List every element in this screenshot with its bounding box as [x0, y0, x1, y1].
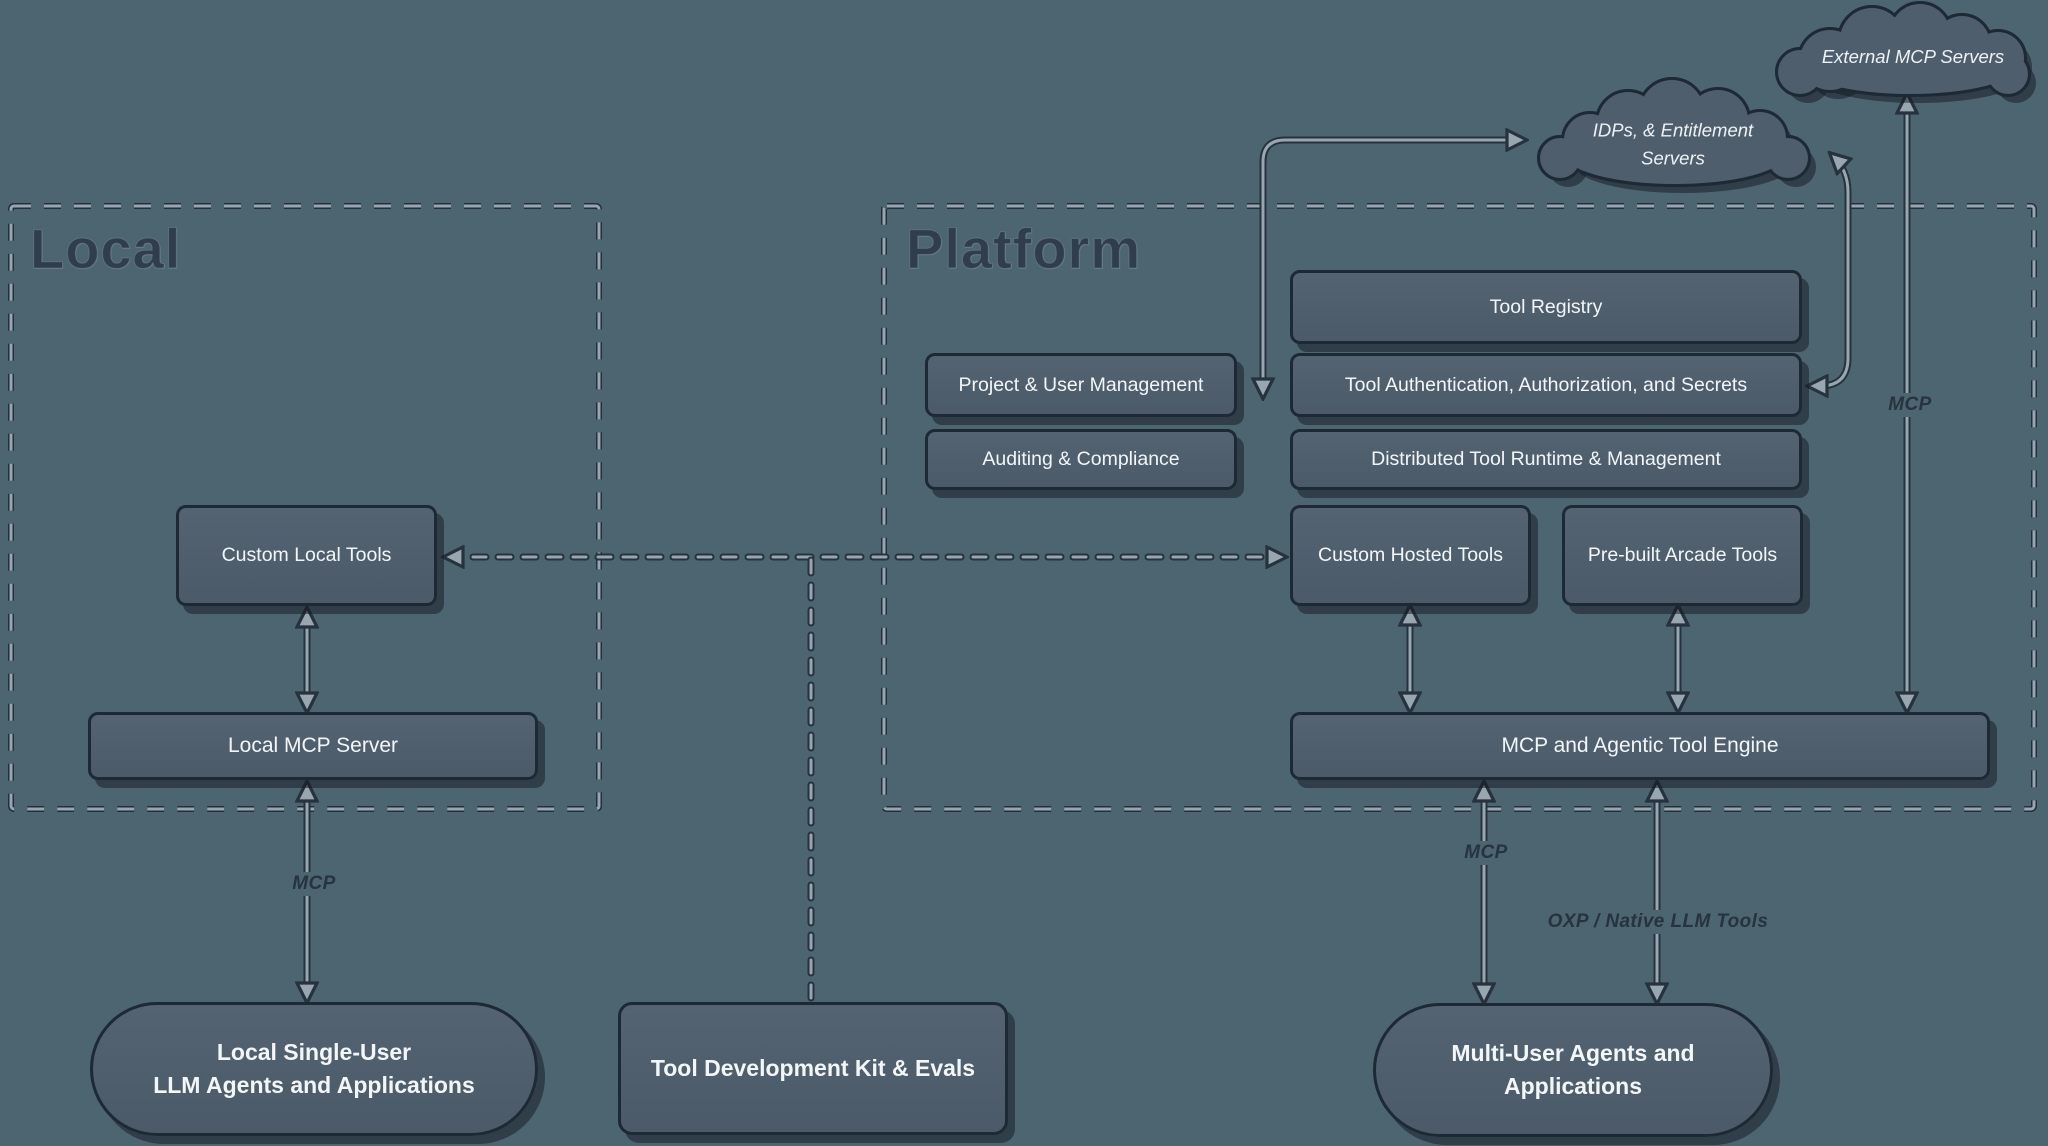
node-custom-local-tools-label: Custom Local Tools [221, 544, 392, 567]
node-tool-registry-label: Tool Registry [1489, 295, 1603, 318]
edge-label-mcp-local: MCP [285, 872, 343, 896]
cloud-idps-entitlement-servers: IDPs, & Entitlement Servers [1593, 116, 1753, 172]
region-local-title: Local [29, 217, 182, 281]
node-tool-development-kit-label: Tool Development Kit & Evals [650, 1054, 976, 1081]
cloud-idps-shape [1537, 77, 1816, 193]
node-distributed-tool-runtime-label: Distributed Tool Runtime & Management [1371, 448, 1721, 471]
node-tool-registry: Tool Registry [1290, 270, 1802, 344]
cloud-idps-line1: IDPs, & Entitlement [1592, 119, 1754, 141]
node-project-user-management: Project & User Management [925, 353, 1237, 417]
edge-tool-auth-to-idps [1812, 156, 1848, 386]
node-project-user-management-label: Project & User Management [958, 373, 1204, 396]
node-local-mcp-server: Local MCP Server [88, 712, 538, 780]
edge-label-mcp-external: MCP [1881, 393, 1939, 417]
node-multi-user-agents: Multi-User Agents and Applications [1373, 1003, 1773, 1137]
node-multi-user-agents-line2: Applications [1503, 1073, 1642, 1099]
cloud-idps-line2: Servers [1641, 147, 1705, 168]
node-multi-user-agents-line1: Multi-User Agents and [1451, 1039, 1695, 1066]
edge-project-management-to-idps [1263, 140, 1522, 394]
cloud-external-mcp-servers: External MCP Servers [1821, 46, 2005, 68]
node-prebuilt-arcade-tools-label: Pre-built Arcade Tools [1587, 544, 1778, 567]
node-mcp-agentic-tool-engine: MCP and Agentic Tool Engine [1290, 712, 1990, 780]
node-tool-development-kit: Tool Development Kit & Evals [618, 1002, 1008, 1135]
node-local-single-user-agents-line1: Local Single-User [216, 1038, 412, 1065]
node-custom-hosted-tools-label: Custom Hosted Tools [1318, 544, 1503, 567]
node-prebuilt-arcade-tools: Pre-built Arcade Tools [1562, 505, 1803, 606]
node-local-single-user-agents: Local Single-User LLM Agents and Applica… [90, 1002, 538, 1136]
node-local-single-user-agents-line2: LLM Agents and Applications [153, 1072, 475, 1098]
region-platform-title: Platform [905, 217, 1142, 281]
node-auditing-compliance: Auditing & Compliance [925, 429, 1237, 490]
edge-label-oxp-native-llm-tools: OXP / Native LLM Tools [1540, 910, 1776, 934]
cloud-external-mcp-servers-shape [1775, 1, 2036, 103]
node-tool-authentication-label: Tool Authentication, Authorization, and … [1344, 373, 1748, 396]
edge-label-mcp-engine: MCP [1457, 841, 1515, 865]
node-tool-authentication: Tool Authentication, Authorization, and … [1290, 353, 1802, 417]
node-custom-local-tools: Custom Local Tools [176, 505, 437, 606]
node-distributed-tool-runtime: Distributed Tool Runtime & Management [1290, 429, 1802, 490]
node-local-mcp-server-label: Local MCP Server [227, 733, 398, 757]
node-custom-hosted-tools: Custom Hosted Tools [1290, 505, 1531, 606]
node-auditing-compliance-label: Auditing & Compliance [982, 448, 1180, 471]
node-mcp-agentic-tool-engine-label: MCP and Agentic Tool Engine [1501, 733, 1779, 757]
